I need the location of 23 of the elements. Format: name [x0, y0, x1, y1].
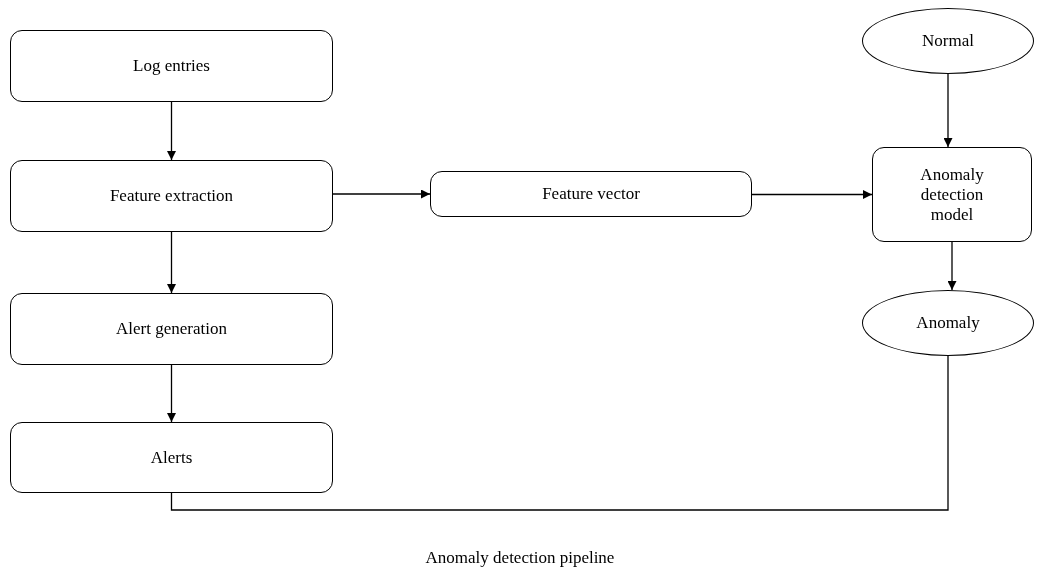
arrow: [943, 73, 953, 148]
node-label: Alerts: [150, 447, 193, 468]
node-label: Feature vector: [542, 184, 640, 204]
process-box: [430, 171, 752, 217]
caption: Anomaly detection pipeline: [424, 548, 616, 568]
node-label: Anomaly detection model: [919, 164, 985, 225]
process-box: [872, 147, 1032, 242]
process-box: [10, 160, 333, 232]
arrow: [947, 241, 957, 291]
node-label: Anomaly: [916, 313, 980, 333]
node-label: Alert generation: [116, 319, 227, 339]
arrow: [332, 189, 431, 199]
arrow: [751, 190, 873, 199]
arrow: [167, 101, 176, 161]
node-label: Feature extraction: [109, 186, 234, 206]
process-box: [10, 293, 333, 365]
node-label: Log entries: [133, 56, 210, 76]
process-box: [10, 422, 333, 493]
node-label: Normal: [922, 31, 974, 51]
arrow: [167, 364, 176, 423]
arrow: [167, 231, 176, 294]
process-box: [10, 30, 333, 102]
connector-line: [170, 355, 949, 511]
